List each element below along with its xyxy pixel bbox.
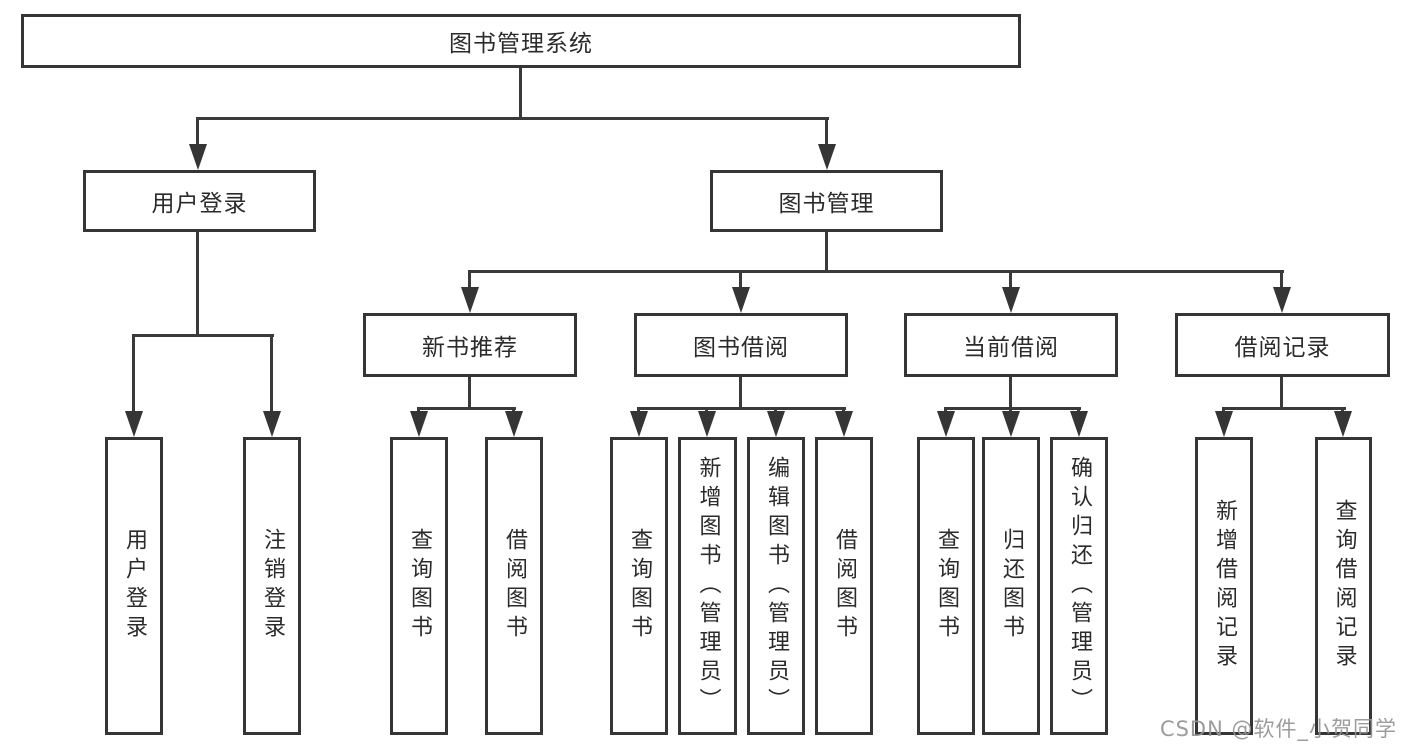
leaf-borrow-books-recommend: 借阅图书 <box>485 437 543 735</box>
leaf-user-login: 用户登录 <box>105 437 163 735</box>
connector-records-branch <box>1222 407 1346 410</box>
arrow-down-icon <box>1215 411 1233 437</box>
leaf-label: 用户登录 <box>122 528 147 644</box>
node-label: 新书推荐 <box>422 335 518 361</box>
connector-current-branch <box>944 407 1081 410</box>
watermark-text: CSDN @软件_小贺同学 <box>1159 717 1397 741</box>
arrow-down-icon <box>767 411 785 437</box>
node-library-management-system: 图书管理系统 <box>21 14 1021 68</box>
leaf-label: 编辑图书（管理员） <box>764 455 789 717</box>
leaf-edit-books-admin: 编辑图书（管理员） <box>747 437 805 735</box>
arrow-down-icon <box>732 287 750 313</box>
arrow-down-icon <box>1273 287 1291 313</box>
arrow-down-icon <box>410 411 428 437</box>
arrow-down-icon <box>1002 411 1020 437</box>
leaf-label: 归还图书 <box>999 528 1024 644</box>
arrow-down-icon <box>461 287 479 313</box>
connector-bookmgmt-branch <box>468 270 1284 273</box>
node-book-borrowing: 图书借阅 <box>634 313 848 377</box>
connector-root-stub <box>519 68 522 119</box>
leaf-add-borrow-record: 新增借阅记录 <box>1195 437 1253 735</box>
leaf-label: 注销登录 <box>260 528 285 644</box>
leaf-query-books-current: 查询图书 <box>917 437 975 735</box>
arrow-down-icon <box>937 411 955 437</box>
node-label: 当前借阅 <box>963 335 1059 361</box>
arrow-down-icon <box>818 144 836 170</box>
node-label: 图书管理 <box>778 191 875 217</box>
arrow-down-icon <box>630 411 648 437</box>
connector-bookmgmt-drop-4 <box>1280 270 1283 290</box>
connector-userlogin-stub <box>196 232 199 336</box>
arrow-down-icon <box>1070 411 1088 437</box>
node-current-borrowing: 当前借阅 <box>904 313 1118 377</box>
leaf-label: 查询图书 <box>627 528 652 644</box>
leaf-label: 查询图书 <box>934 528 959 644</box>
node-label: 图书管理系统 <box>449 31 593 57</box>
leaf-label: 新增图书（管理员） <box>695 455 721 717</box>
connector-userlogin-drop-1 <box>132 334 135 414</box>
connector-userlogin-branch <box>132 334 274 337</box>
connector-root-branch <box>197 117 829 120</box>
leaf-label: 查询图书 <box>407 528 432 644</box>
connector-root-drop-left <box>196 117 199 147</box>
leaf-label: 确认归还（管理员） <box>1067 455 1092 717</box>
leaf-query-borrow-record: 查询借阅记录 <box>1315 437 1372 735</box>
arrow-down-icon <box>189 144 207 170</box>
leaf-label: 新增借阅记录 <box>1212 499 1237 673</box>
connector-bookmgmt-drop-2 <box>739 270 742 290</box>
leaf-confirm-return-admin: 确认归还（管理员） <box>1050 437 1108 735</box>
connector-userlogin-drop-2 <box>270 334 273 414</box>
arrow-down-icon <box>125 411 143 437</box>
connector-borrowing-branch <box>637 407 846 410</box>
connector-records-stub <box>1280 377 1283 410</box>
node-new-book-recommendation: 新书推荐 <box>363 313 577 377</box>
leaf-label: 借阅图书 <box>502 528 527 644</box>
node-label: 用户登录 <box>151 191 248 217</box>
node-label: 借阅记录 <box>1234 335 1331 361</box>
connector-bookmgmt-drop-3 <box>1009 270 1012 290</box>
leaf-query-books-recommend: 查询图书 <box>390 437 448 735</box>
arrow-down-icon <box>698 411 716 437</box>
node-label: 图书借阅 <box>693 335 789 361</box>
leaf-add-books-admin: 新增图书（管理员） <box>678 437 737 735</box>
leaf-label: 借阅图书 <box>832 528 857 644</box>
arrow-down-icon <box>1002 287 1020 313</box>
arrow-down-icon <box>263 411 281 437</box>
connector-borrowing-stub <box>739 377 742 410</box>
arrow-down-icon <box>835 411 853 437</box>
node-user-login: 用户登录 <box>83 170 316 232</box>
connector-recommend-branch <box>417 407 516 410</box>
leaf-borrow-books-borrowing: 借阅图书 <box>815 437 873 735</box>
leaf-return-books: 归还图书 <box>982 437 1040 735</box>
node-borrowing-records: 借阅记录 <box>1175 313 1390 377</box>
connector-current-stub <box>1009 377 1012 410</box>
connector-recommend-stub <box>468 377 471 410</box>
leaf-query-books-borrowing: 查询图书 <box>610 437 668 735</box>
arrow-down-icon <box>505 411 523 437</box>
leaf-logout: 注销登录 <box>243 437 301 735</box>
node-book-management: 图书管理 <box>710 170 943 232</box>
connector-bookmgmt-stub <box>825 232 828 273</box>
connector-bookmgmt-drop-1 <box>468 270 471 290</box>
connector-root-drop-right <box>825 117 828 147</box>
arrow-down-icon <box>1334 411 1352 437</box>
leaf-label: 查询借阅记录 <box>1331 499 1357 673</box>
